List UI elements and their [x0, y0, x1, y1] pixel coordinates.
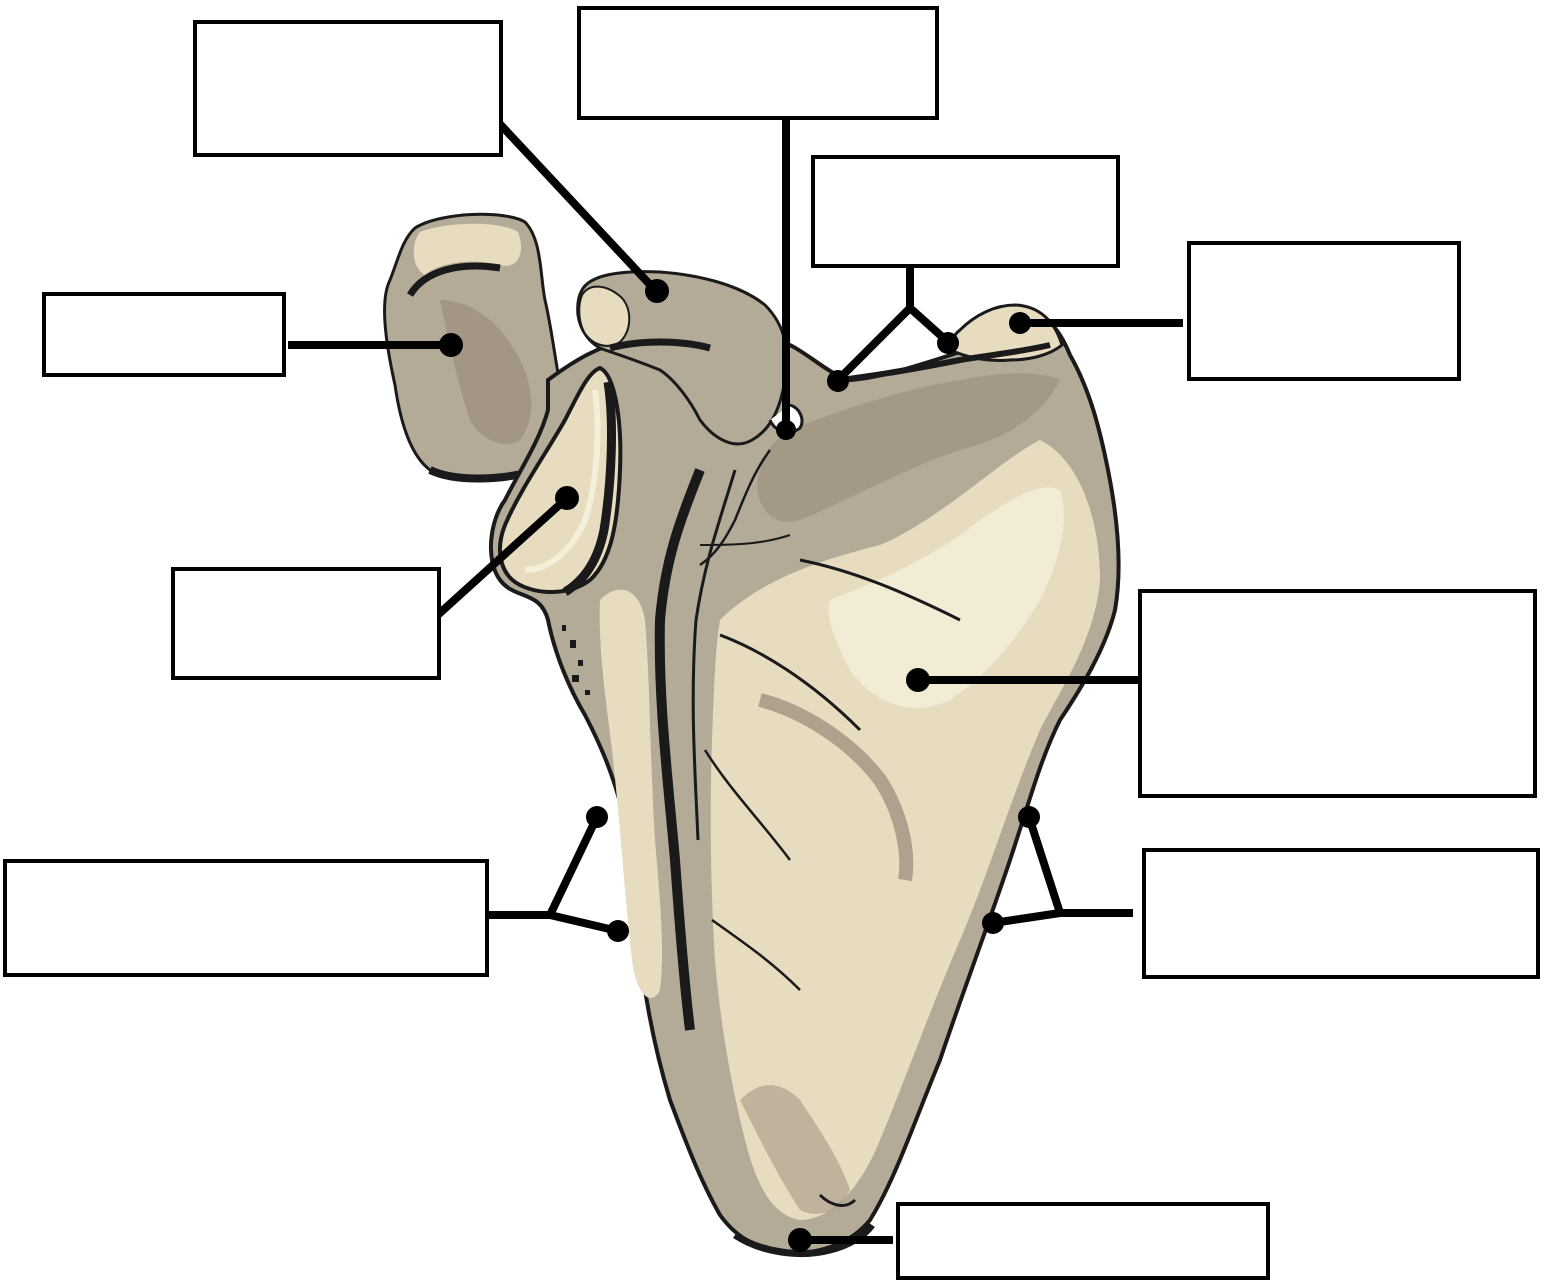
label-box-lateral-border[interactable]: [5, 861, 487, 975]
dot-superior-angle: [1009, 312, 1031, 334]
dot-lateral-border-a: [586, 806, 608, 828]
dot-medial-border-b: [982, 912, 1004, 934]
label-box-medial-border[interactable]: [1144, 850, 1538, 977]
label-box-superior-border[interactable]: [813, 157, 1118, 266]
label-box-glenoid[interactable]: [173, 569, 439, 678]
label-box-coracoid[interactable]: [195, 22, 501, 155]
dot-medial-border-a: [1018, 806, 1040, 828]
dot-coracoid: [645, 279, 669, 303]
label-box-fossa[interactable]: [1140, 591, 1535, 796]
leader-lateral-border-a: [550, 817, 597, 915]
dot-inferior-angle: [788, 1228, 812, 1252]
label-box-acromion[interactable]: [44, 294, 284, 375]
dot-glenoid: [555, 486, 579, 510]
dot-acromion: [439, 333, 463, 357]
dot-fossa: [906, 668, 930, 692]
dot-notch: [776, 420, 796, 440]
dot-lateral-border-b: [607, 920, 629, 942]
label-box-notch[interactable]: [579, 8, 937, 118]
leader-medial-border-a: [1029, 817, 1060, 913]
label-box-superior-angle[interactable]: [1189, 243, 1459, 379]
dot-superior-border-a: [827, 370, 849, 392]
scapula-illustration: [385, 214, 1119, 1253]
label-box-inferior-angle[interactable]: [898, 1204, 1268, 1278]
dot-superior-border-b: [937, 332, 959, 354]
